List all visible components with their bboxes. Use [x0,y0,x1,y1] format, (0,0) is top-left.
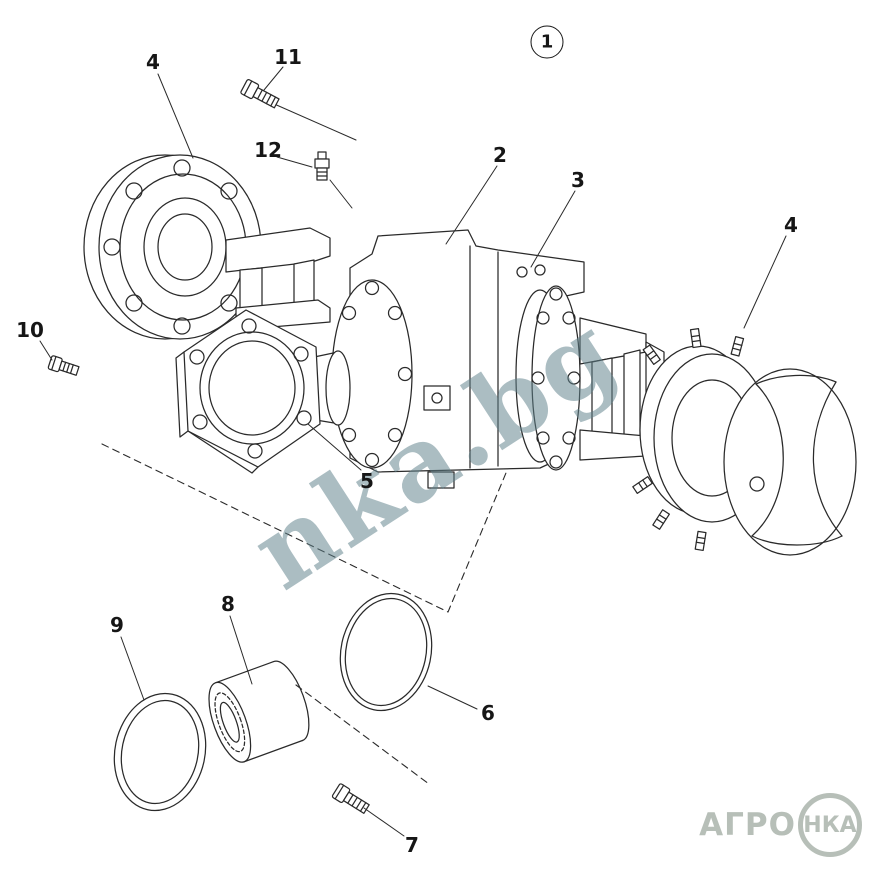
splined-bushing-8 [208,660,310,763]
brand-logo: АГРО НКА [699,793,862,857]
leader-lines [39,66,787,837]
callout-9-label-8: 8 [221,592,235,616]
brand-circle-text: НКА [803,812,857,838]
callout-4-label-2: 2 [493,143,507,167]
o-ring-6 [339,592,433,712]
brand-logo-circle: НКА [798,793,862,857]
left-flange-hub [83,154,262,340]
callout-10-label-9: 9 [110,613,124,637]
axle-housing [331,229,585,489]
wheel-stud [730,335,745,357]
assembly-guide-lines [101,412,532,785]
hex-flange-plate [175,309,351,474]
callout-0-label-1: 1 [530,25,564,59]
callout-12-label-7: 7 [405,833,419,857]
callout-3-label-12: 12 [254,138,282,162]
assembly-lines [271,102,357,209]
fitting-12 [314,151,330,181]
wheel-stud [694,530,707,552]
o-ring-9 [113,692,207,812]
callout-6-label-4: 4 [784,213,798,237]
hub-cap [723,368,857,556]
wheel-stud [689,327,702,349]
callout-5-label-3: 3 [571,168,585,192]
callout-8-label-5: 5 [360,469,374,493]
bolt-11 [240,79,280,109]
brand-text: АГРО [699,807,796,843]
wheel-stud [632,476,653,495]
wheel-stud [652,509,670,530]
callout-7-label-10: 10 [16,318,44,342]
bolt-7 [331,783,370,814]
callout-2-label-11: 11 [274,45,302,69]
callout-11-label-6: 6 [481,701,495,725]
wheel-stud [642,344,661,365]
callout-1-label-4: 4 [146,50,160,74]
